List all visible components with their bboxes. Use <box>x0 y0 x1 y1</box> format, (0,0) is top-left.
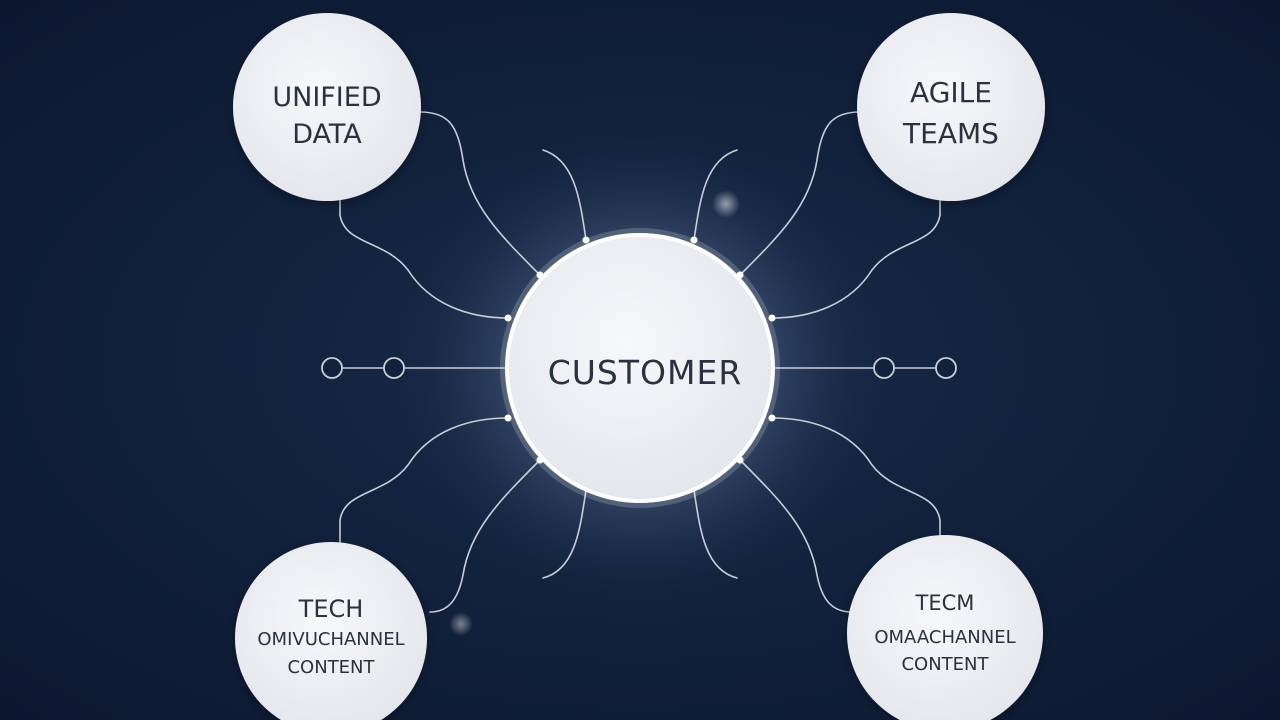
node-agile-teams-line-2: TEAMS <box>902 117 999 150</box>
node-agile-teams-circle <box>857 13 1045 201</box>
connector-lower-left-short <box>542 489 587 579</box>
attach-point <box>768 414 776 422</box>
ring-node-left-inner <box>383 357 405 379</box>
connector-tech-left-a <box>339 417 509 546</box>
node-tech-left-line-2: OMIVUCHANNEL <box>257 629 404 650</box>
connector-tech-left-b <box>429 459 541 613</box>
node-agile-teams-line-1: AGILE <box>910 76 992 109</box>
node-unified-data-line-2: DATA <box>292 119 362 150</box>
attach-point <box>582 236 590 244</box>
node-tech-left: TECH OMIVUCHANNEL CONTENT <box>235 542 427 720</box>
connector-tech-right-b <box>771 417 941 546</box>
node-unified-data-line-1: UNIFIED <box>272 82 381 113</box>
node-tech-left-circle <box>235 542 427 720</box>
connector-upper-right-short <box>693 149 738 241</box>
horizontal-ring-nodes <box>321 357 957 379</box>
node-tech-right: TECM OMAACHANNEL CONTENT <box>847 535 1043 720</box>
connector-unified-data-a <box>419 111 541 276</box>
connector-tech-right-a <box>739 459 853 613</box>
attach-point <box>504 314 512 322</box>
ring-node-left-outer <box>321 357 343 379</box>
node-agile-teams: AGILE TEAMS <box>857 13 1045 201</box>
node-tech-right-line-1: TECM <box>915 591 975 615</box>
center-node-customer: CUSTOMER <box>500 228 780 508</box>
center-node-circle <box>505 233 775 503</box>
center-node-label: CUSTOMER <box>548 353 743 392</box>
sparkle-bottom <box>449 612 473 636</box>
node-tech-right-line-3: CONTENT <box>901 654 989 675</box>
node-tech-right-line-2: OMAACHANNEL <box>874 627 1015 648</box>
connector-agile-teams-a <box>739 111 861 276</box>
node-tech-right-circle <box>847 535 1043 720</box>
node-tech-left-line-1: TECH <box>298 595 364 623</box>
ring-node-right-outer <box>935 357 957 379</box>
connector-upper-left-short <box>542 149 587 241</box>
node-unified-data-circle <box>233 13 421 201</box>
node-unified-data: UNIFIED DATA <box>233 13 421 201</box>
connector-lines <box>339 111 941 613</box>
connector-agile-teams-b <box>771 195 941 319</box>
sparkle-top <box>712 190 740 218</box>
center-attach-points <box>504 236 776 464</box>
connector-unified-data-b <box>339 195 509 319</box>
attach-point <box>504 414 512 422</box>
ring-node-right-inner <box>873 357 895 379</box>
node-tech-left-line-3: CONTENT <box>287 657 375 678</box>
attach-point <box>768 314 776 322</box>
attach-point <box>690 236 698 244</box>
connector-lower-right-short <box>693 489 738 579</box>
